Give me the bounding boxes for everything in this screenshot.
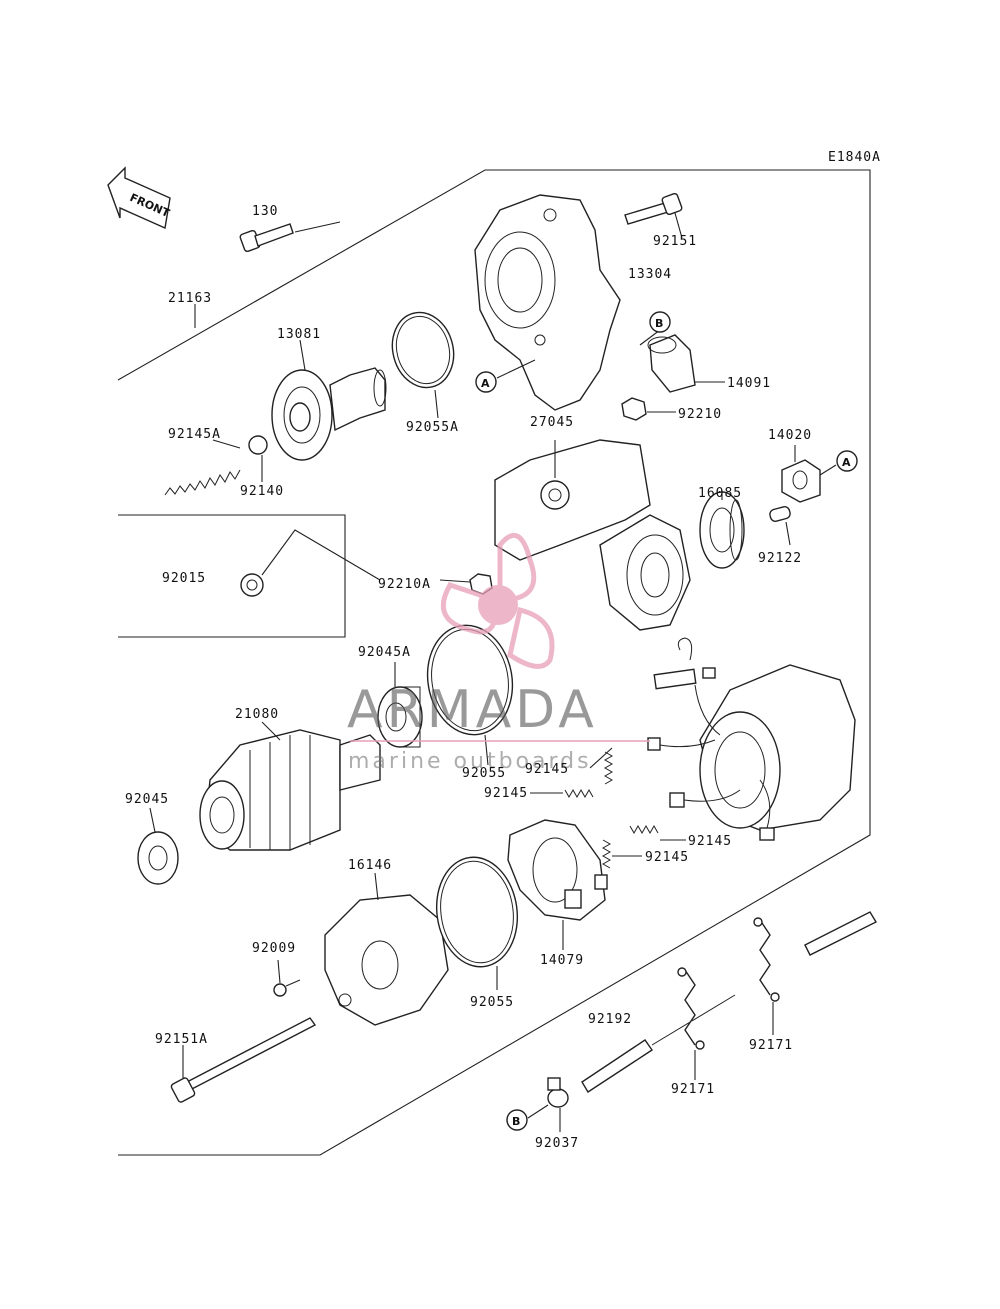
screw-92009 — [273, 979, 301, 997]
starter-clutch-13081 — [271, 367, 387, 461]
label-14091: 14091 — [727, 376, 771, 391]
label-92145-c: 92145 — [688, 834, 732, 849]
part-labels: E1840A 130 21163 13081 92055A 92145A 921… — [125, 150, 881, 1151]
svg-text:A: A — [842, 456, 851, 469]
label-92210A: 92210A — [378, 577, 431, 592]
brush-holder-14079 — [507, 819, 608, 921]
solenoid-27045 — [494, 439, 691, 631]
label-16085: 16085 — [698, 486, 742, 501]
rod-92192 — [581, 911, 877, 1093]
bolt-92151 — [624, 192, 683, 225]
bearing-92045 — [137, 831, 179, 885]
leader-lines — [194, 304, 796, 769]
callout-b-top: B — [649, 311, 671, 333]
svg-text:A: A — [481, 377, 490, 390]
spring-92145A — [164, 469, 241, 496]
label-92192: 92192 — [588, 1012, 632, 1027]
pin-92122 — [769, 506, 791, 522]
frame-lines — [117, 169, 871, 1156]
clip-92171-b — [753, 917, 780, 1002]
label-92145-a: 92145 — [525, 762, 569, 777]
spring-92145-b — [564, 788, 594, 799]
label-92145-b: 92145 — [484, 786, 528, 801]
front-arrow-icon: FRONT — [107, 166, 172, 230]
watermark-brand: ARMADA — [347, 680, 598, 740]
label-92055-upper: 92055 — [462, 766, 506, 781]
label-92210: 92210 — [678, 407, 722, 422]
armada-watermark: ARMADA marine outboards — [347, 532, 650, 774]
spring-92145-d — [601, 839, 612, 869]
label-92045: 92045 — [125, 792, 169, 807]
ball-92140 — [248, 435, 268, 455]
callout-b-bottom: B — [506, 1109, 528, 1131]
label-92145-d: 92145 — [645, 850, 689, 865]
clamp-92037 — [547, 1077, 569, 1108]
cap-14091 — [647, 334, 696, 393]
bolt-130 — [239, 223, 294, 253]
label-92015: 92015 — [162, 571, 206, 586]
label-92037: 92037 — [535, 1136, 579, 1151]
label-13304: 13304 — [628, 267, 672, 282]
label-27045: 27045 — [530, 415, 574, 430]
spring-92145-c — [629, 824, 659, 835]
housing-13304 — [474, 194, 621, 411]
label-92151: 92151 — [653, 234, 697, 249]
label-16146: 16146 — [348, 858, 392, 873]
label-92140: 92140 — [240, 484, 284, 499]
callout-a-right: A — [836, 450, 858, 472]
yoke-assembly — [647, 637, 856, 841]
holder-14020 — [781, 459, 821, 503]
svg-text:B: B — [655, 317, 663, 330]
bolt-92151A — [170, 1017, 317, 1103]
diagram-id: E1840A — [828, 150, 881, 165]
label-92171-a: 92171 — [671, 1082, 715, 1097]
svg-text:B: B — [512, 1115, 520, 1128]
armature-21080 — [199, 729, 381, 851]
label-92045A: 92045A — [358, 645, 411, 660]
spring-92145-a — [603, 751, 614, 785]
callout-a-left: A — [475, 371, 497, 393]
bearing-92045A — [377, 686, 423, 748]
watermark-tagline: marine outboards — [348, 749, 592, 774]
label-130: 130 — [252, 204, 278, 219]
label-92145A: 92145A — [168, 427, 221, 442]
label-92009: 92009 — [252, 941, 296, 956]
label-14020: 14020 — [768, 428, 812, 443]
o-ring-92055-lower — [435, 856, 519, 968]
gear-16085 — [699, 491, 745, 569]
clip-92171-a — [677, 967, 705, 1050]
label-92055-lower: 92055 — [470, 995, 514, 1010]
label-14079: 14079 — [540, 953, 584, 968]
label-92151A: 92151A — [155, 1032, 208, 1047]
o-ring-92055A — [391, 311, 455, 389]
label-21163: 21163 — [168, 291, 212, 306]
nut-92015 — [240, 573, 264, 597]
label-13081: 13081 — [277, 327, 321, 342]
label-92171-b: 92171 — [749, 1038, 793, 1053]
leader — [294, 221, 341, 233]
label-21080: 21080 — [235, 707, 279, 722]
end-cover-16146 — [324, 894, 449, 1026]
label-92122: 92122 — [758, 551, 802, 566]
nut-92210 — [621, 397, 647, 421]
leader — [261, 529, 381, 581]
label-92055A: 92055A — [406, 420, 459, 435]
